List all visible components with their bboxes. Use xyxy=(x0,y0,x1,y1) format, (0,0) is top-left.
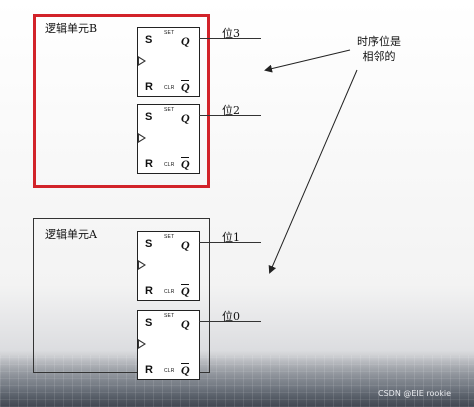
ff-clr-small: CLR xyxy=(164,85,175,91)
ff-qbar-output: Q xyxy=(181,284,190,298)
ff-set-small: SET xyxy=(164,30,175,36)
ff-clr-small: CLR xyxy=(164,368,175,374)
ff-q-output: Q xyxy=(181,34,190,48)
bit0-label: 位0 xyxy=(222,310,240,323)
bit2-output-wire xyxy=(199,115,261,116)
ff-reset-pin: R xyxy=(145,158,153,170)
clock-triangle-icon xyxy=(138,260,146,270)
ff-reset-pin: R xyxy=(145,285,153,297)
note-line-2: 相邻的 xyxy=(362,50,396,63)
ff-clr-small: CLR xyxy=(164,289,175,295)
clock-triangle-icon xyxy=(138,133,146,143)
ff-clr-small: CLR xyxy=(164,162,175,168)
ff-set-pin: S xyxy=(145,34,153,46)
bit3-output-wire xyxy=(199,38,261,39)
watermark: CSDN @EIE rookie xyxy=(378,389,452,398)
logic-unit-b-box xyxy=(33,14,210,188)
logic-unit-b-label: 逻辑单元B xyxy=(45,22,98,35)
ff-reset-pin: R xyxy=(145,364,153,376)
arrow-to-unit-a xyxy=(268,69,358,274)
ff-qbar-output: Q xyxy=(181,157,190,171)
ff-q-output: Q xyxy=(181,317,190,331)
ff-qbar-output: Q xyxy=(181,363,190,377)
bit1-output-wire xyxy=(199,242,261,243)
ff-reset-pin: R xyxy=(145,81,153,93)
ff-qbar-output: Q xyxy=(181,80,190,94)
ff-set-pin: S xyxy=(145,317,153,329)
logic-unit-a-label: 逻辑单元A xyxy=(45,228,97,241)
bit0-output-wire xyxy=(199,321,261,322)
ff-set-small: SET xyxy=(164,234,175,240)
bit2-label: 位2 xyxy=(222,104,240,117)
sequential-bits-note: 时序位是 相邻的 xyxy=(351,34,407,64)
flip-flop-bit3: S SET Q R CLR Q xyxy=(137,27,200,97)
bit1-label: 位1 xyxy=(222,231,240,244)
ff-q-output: Q xyxy=(181,238,190,252)
flip-flop-bit1: S SET Q R CLR Q xyxy=(137,231,200,301)
ff-set-small: SET xyxy=(164,313,175,319)
arrow-to-unit-b xyxy=(264,49,351,73)
ff-set-pin: S xyxy=(145,238,153,250)
flip-flop-bit2: S SET Q R CLR Q xyxy=(137,104,200,174)
ff-set-small: SET xyxy=(164,107,175,113)
flip-flop-bit0: S SET Q R CLR Q xyxy=(137,310,200,380)
note-line-1: 时序位是 xyxy=(357,35,401,48)
bit3-label: 位3 xyxy=(222,27,240,40)
logic-unit-a-box xyxy=(33,218,210,373)
ff-q-output: Q xyxy=(181,111,190,125)
ff-set-pin: S xyxy=(145,111,153,123)
clock-triangle-icon xyxy=(138,56,146,66)
clock-triangle-icon xyxy=(138,339,146,349)
decorative-circuit-strip xyxy=(0,355,474,407)
